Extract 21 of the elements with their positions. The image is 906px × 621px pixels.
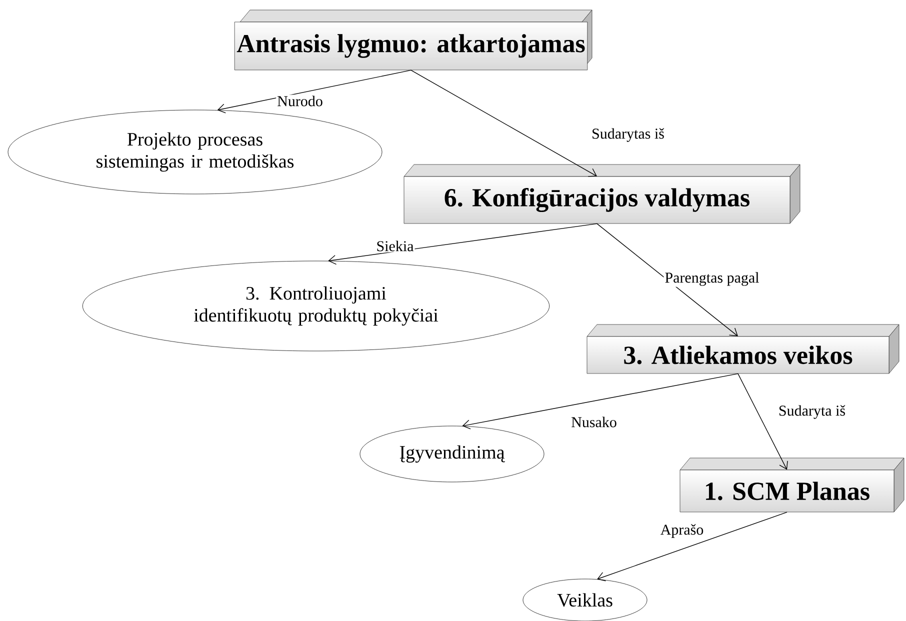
process-box: 3. Atliekamos veikos <box>586 324 900 374</box>
arrow <box>597 512 788 582</box>
ellipse-node: Įgyvendinimą <box>360 426 544 482</box>
ellipse-node: 3. Kontroliuojami identifikuotų produktų pokyčiai <box>82 260 550 352</box>
edge-label: Nusako <box>570 416 618 428</box>
edge-label: Nurodo <box>276 94 324 108</box>
process-box: 1. SCM Planas <box>680 458 904 512</box>
ellipse-node: Projekto procesas sistemingas ir metodiškas <box>8 110 382 194</box>
arrow <box>738 373 788 470</box>
edge-label: Parengtas pagal <box>664 271 760 287</box>
edge-label: Aprašo <box>659 523 705 539</box>
edge-label: Siekia <box>375 240 415 252</box>
arrow <box>410 70 597 177</box>
arrow <box>217 70 412 114</box>
arrow <box>462 373 738 430</box>
arrow <box>328 223 598 265</box>
process-box: Antrasis lygmuo: atkartojamas <box>234 10 592 70</box>
arrow <box>596 223 738 336</box>
edge-label: Sudaryta iš <box>777 404 847 420</box>
process-box: 6. Konfigūracijos valdymas <box>404 164 800 224</box>
edge-label: Sudarytas iš <box>590 127 666 143</box>
